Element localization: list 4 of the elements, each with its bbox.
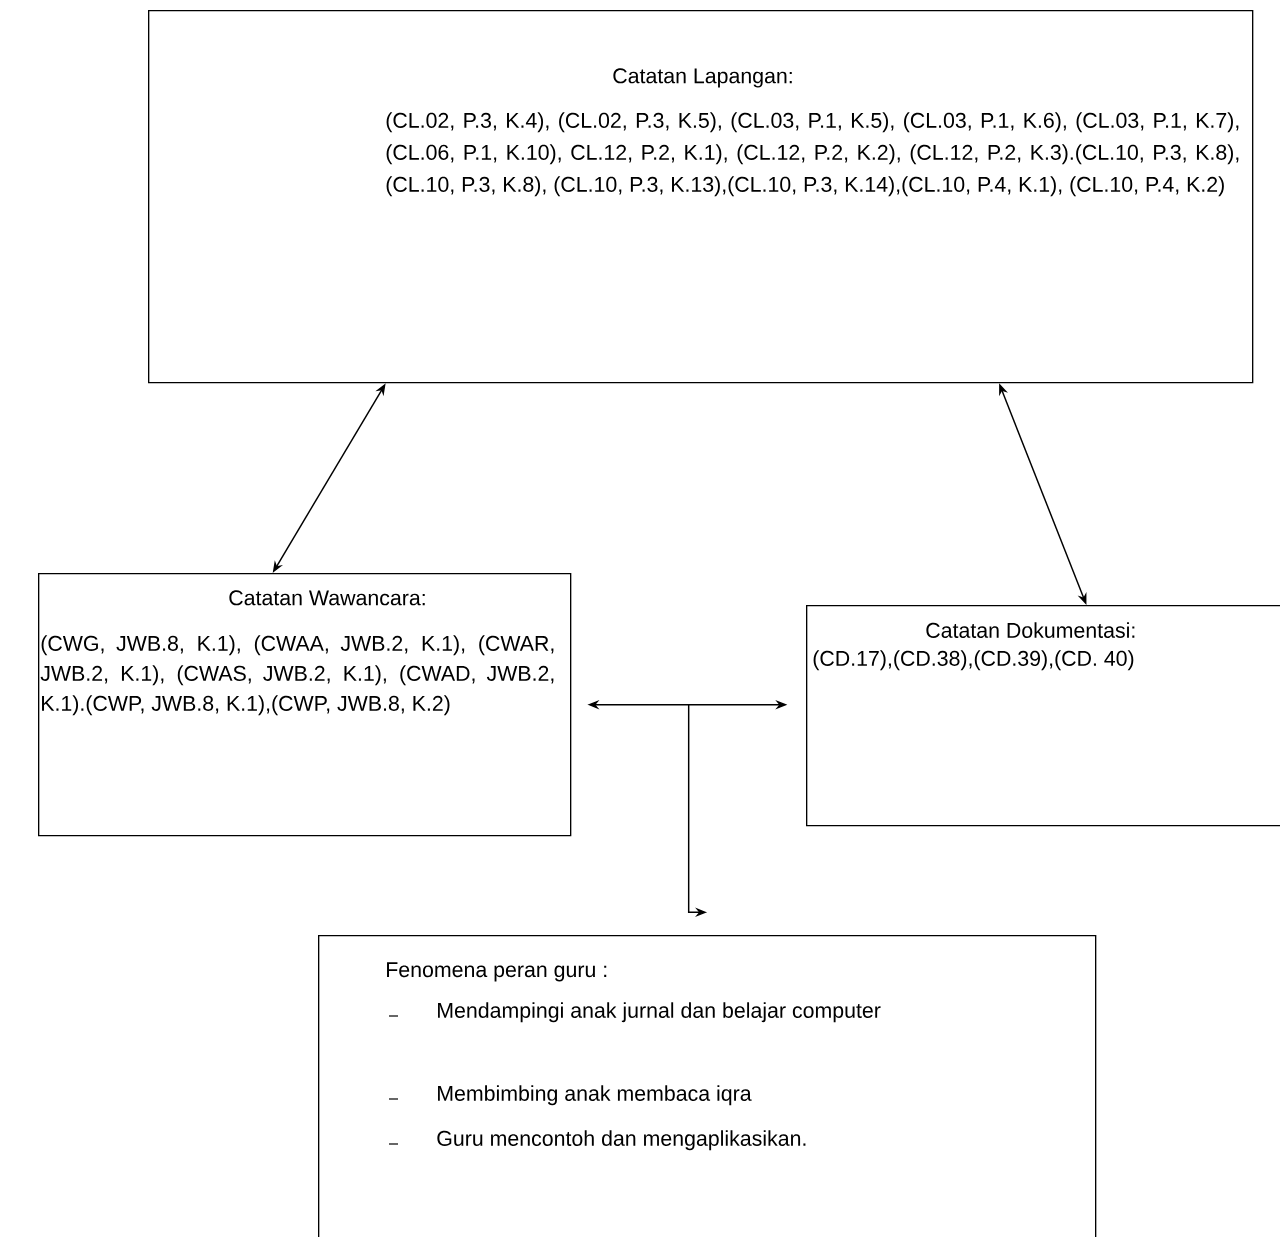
text-box: Catatan Wawancara: (CWG, JWB.8, K.1), (CWAA, JWB.2, K.1), (CWAR, JWB.2, K.1), (CWAS, JWB.2, K.1), (CWAD, JWB.2, K.1).(CWP, JWB.8, K.1),(CWP, JWB.8, K.2) (38, 573, 572, 837)
text-box: Catatan Dokumentasi: (CD.17),(CD.38),(CD.39),(CD. 40) (806, 605, 1280, 827)
text-box: Fenomena peran guru : Mendampingi anak jurnal dan belajar computer Membimbing anak membaca iqra Guru mencontoh dan mengaplikasikan. (318, 935, 1097, 1237)
text-box: Catatan Lapangan: (CL.02, P.3, K.4), (CL.02, P.3, K.5), (CL.03, P.1, K.5), (CL.03, P.1, K.6), (CL.03, P.1, K.7), (CL.06, P.1, K.10), CL.12, P.2, K.1), (CL.12, P.2, K.2), (CL.12, P.2, K.3).(CL.10, P.3, K.8), (CL.10, P.3, K.8), (CL.10, P.3, K.13),(CL.10, P.3, K.14),(CL.10, P.4, K.1), (CL.10, P.4, K.2) (148, 10, 1254, 384)
